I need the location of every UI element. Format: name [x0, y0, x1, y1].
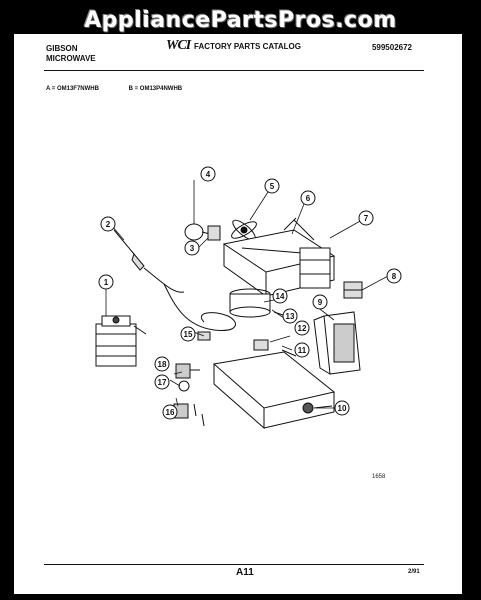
callout-18: 18	[154, 356, 170, 372]
svg-text:3: 3	[190, 244, 195, 253]
part-8-relay	[343, 281, 363, 299]
callout-8: 8	[386, 268, 402, 284]
callout-circles: 1 2 3 4 5 6 7	[98, 166, 402, 420]
svg-text:9: 9	[318, 298, 323, 307]
figure-number: 1658	[372, 474, 386, 480]
part-9-transformer	[313, 311, 361, 375]
callout-1: 1	[98, 274, 114, 290]
svg-text:1: 1	[104, 278, 109, 287]
exploded-parts-diagram: 1 2 3 4 5 6 7	[95, 166, 402, 430]
revision-date: 2/91	[408, 569, 420, 575]
callout-3: 3	[184, 240, 200, 256]
svg-text:14: 14	[276, 292, 285, 301]
callout-7: 7	[358, 210, 374, 226]
part-2-thermal-cutout	[113, 229, 185, 293]
callout-12: 12	[294, 320, 310, 336]
svg-text:15: 15	[184, 330, 193, 339]
svg-text:6: 6	[306, 194, 311, 203]
header-rule	[44, 70, 424, 71]
part-17-actuator	[178, 380, 190, 392]
watermark: AppliancePartsPros.com	[84, 8, 397, 33]
part-3-lamp-socket	[207, 225, 221, 241]
part-14-capacitor	[229, 288, 271, 318]
brand-name: GIBSON	[46, 44, 78, 53]
callout-17: 17	[154, 374, 170, 390]
callout-9: 9	[312, 294, 328, 310]
model-a: A = OM13F7NWHB	[46, 86, 99, 92]
svg-text:11: 11	[298, 346, 307, 355]
callout-4: 4	[200, 166, 216, 182]
callout-14: 14	[272, 288, 288, 304]
svg-text:16: 16	[166, 408, 175, 417]
part-10-diode	[302, 402, 333, 414]
part-11-fuse	[281, 349, 297, 357]
svg-text:18: 18	[158, 360, 167, 369]
model-b: B = OM13P4NWHB	[128, 86, 183, 92]
part-16-switch	[173, 403, 205, 427]
brand-block: GIBSON MICROWAVE	[46, 44, 96, 64]
leader-lines	[105, 180, 389, 409]
base-plate	[212, 351, 336, 430]
wci-logo: WCI	[166, 38, 191, 53]
callout-5: 5	[264, 178, 280, 194]
part-12-switch	[253, 339, 269, 351]
svg-text:8: 8	[392, 272, 397, 281]
callout-16: 16	[162, 404, 178, 420]
svg-text:10: 10	[338, 404, 347, 413]
callout-13: 13	[282, 308, 298, 324]
svg-text:13: 13	[286, 312, 295, 321]
callout-15: 15	[180, 326, 196, 342]
svg-text:2: 2	[106, 220, 111, 229]
callout-10: 10	[334, 400, 350, 416]
svg-text:4: 4	[206, 170, 211, 179]
part-4-lamp	[184, 223, 211, 241]
callout-6: 6	[300, 190, 316, 206]
callout-11: 11	[294, 342, 310, 358]
catalog-page: GIBSON MICROWAVE WCI FACTORY PARTS CATAL…	[14, 34, 462, 594]
footer-rule	[44, 564, 424, 565]
part-18-interlock-switch	[175, 363, 200, 379]
part-7-fan-motor	[299, 247, 331, 289]
svg-text:12: 12	[298, 324, 307, 333]
part-1-magnetron	[95, 315, 147, 367]
catalog-number: 599502672	[371, 43, 412, 52]
svg-text:17: 17	[158, 378, 167, 387]
model-list: A = OM13F7NWHB B = OM13P4NWHB	[46, 86, 210, 92]
callout-2: 2	[100, 216, 116, 232]
catalog-title: FACTORY PARTS CATALOG	[194, 42, 301, 51]
page-code: A11	[236, 567, 254, 578]
svg-text:5: 5	[270, 182, 275, 191]
wire-harness	[163, 283, 236, 332]
svg-text:7: 7	[364, 214, 369, 223]
product-type: MICROWAVE	[46, 54, 96, 63]
